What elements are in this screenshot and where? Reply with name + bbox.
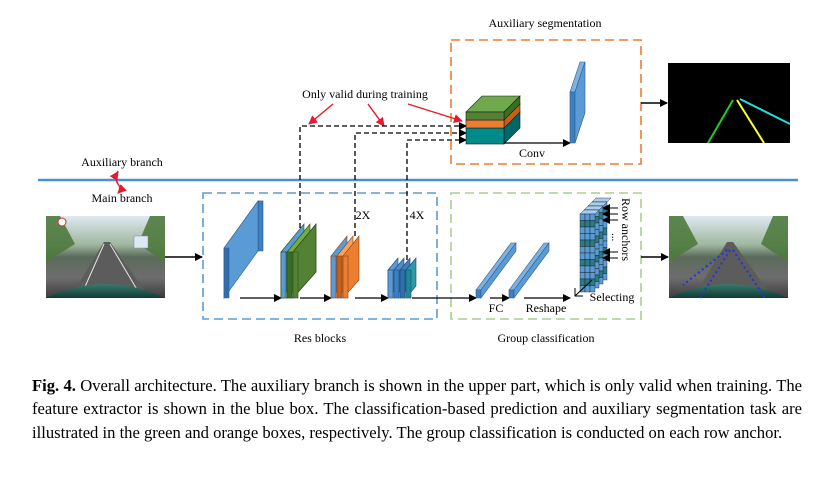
figure-caption: Fig. 4. Overall architecture. The auxili…: [32, 374, 802, 444]
group-classification-grid: [579, 197, 612, 293]
group-classification-label: Group classification: [498, 331, 595, 345]
auxiliary-segmentation-label: Auxiliary segmentation: [489, 16, 602, 30]
auxiliary-segmentation-box: [450, 39, 642, 165]
row-anchors-label: Row anchors: [619, 198, 633, 261]
res-block-4: [387, 257, 417, 299]
red-arrow-left: [308, 103, 334, 125]
row-anchor-dots: ...: [609, 233, 621, 242]
selecting-bracket: [574, 279, 593, 297]
input-road-image: [46, 216, 165, 299]
conv-label: Conv: [519, 146, 545, 160]
fc-layer: [475, 242, 517, 299]
selecting-label: Selecting: [590, 290, 635, 304]
auxiliary-branch-label: Auxiliary branch: [81, 155, 163, 169]
res-block-3: [330, 235, 360, 299]
auxiliary-feature-routes: [299, 122, 467, 260]
segmentation-output-image: [668, 63, 791, 144]
training-note-label: Only valid during training: [302, 87, 428, 101]
aux-conv-output: [569, 61, 586, 144]
fc-label: FC: [489, 301, 504, 315]
caption-label: Fig. 4.: [32, 376, 76, 395]
reshape-label: Reshape: [526, 301, 567, 315]
red-arrow-right: [407, 103, 463, 123]
output-road-image: [669, 216, 788, 299]
res-blocks-box: [202, 192, 438, 320]
group-classification-box: [450, 192, 642, 320]
reshape-layer: [508, 242, 550, 299]
row-anchor-arrows: [602, 204, 618, 262]
scale-4x-label: 4X: [410, 208, 425, 222]
red-arrow-middle: [367, 103, 385, 127]
res-block-2: [280, 223, 317, 299]
main-branch-label: Main branch: [92, 191, 153, 205]
res-block-1: [223, 200, 264, 299]
architecture-diagram: Auxiliary segmentation Only valid during…: [38, 16, 798, 345]
res-blocks-label: Res blocks: [294, 331, 347, 345]
aux-feature-stack: [465, 95, 521, 145]
scale-2x-label: 2X: [356, 208, 371, 222]
caption-text: Overall architecture. The auxiliary bran…: [32, 376, 803, 442]
